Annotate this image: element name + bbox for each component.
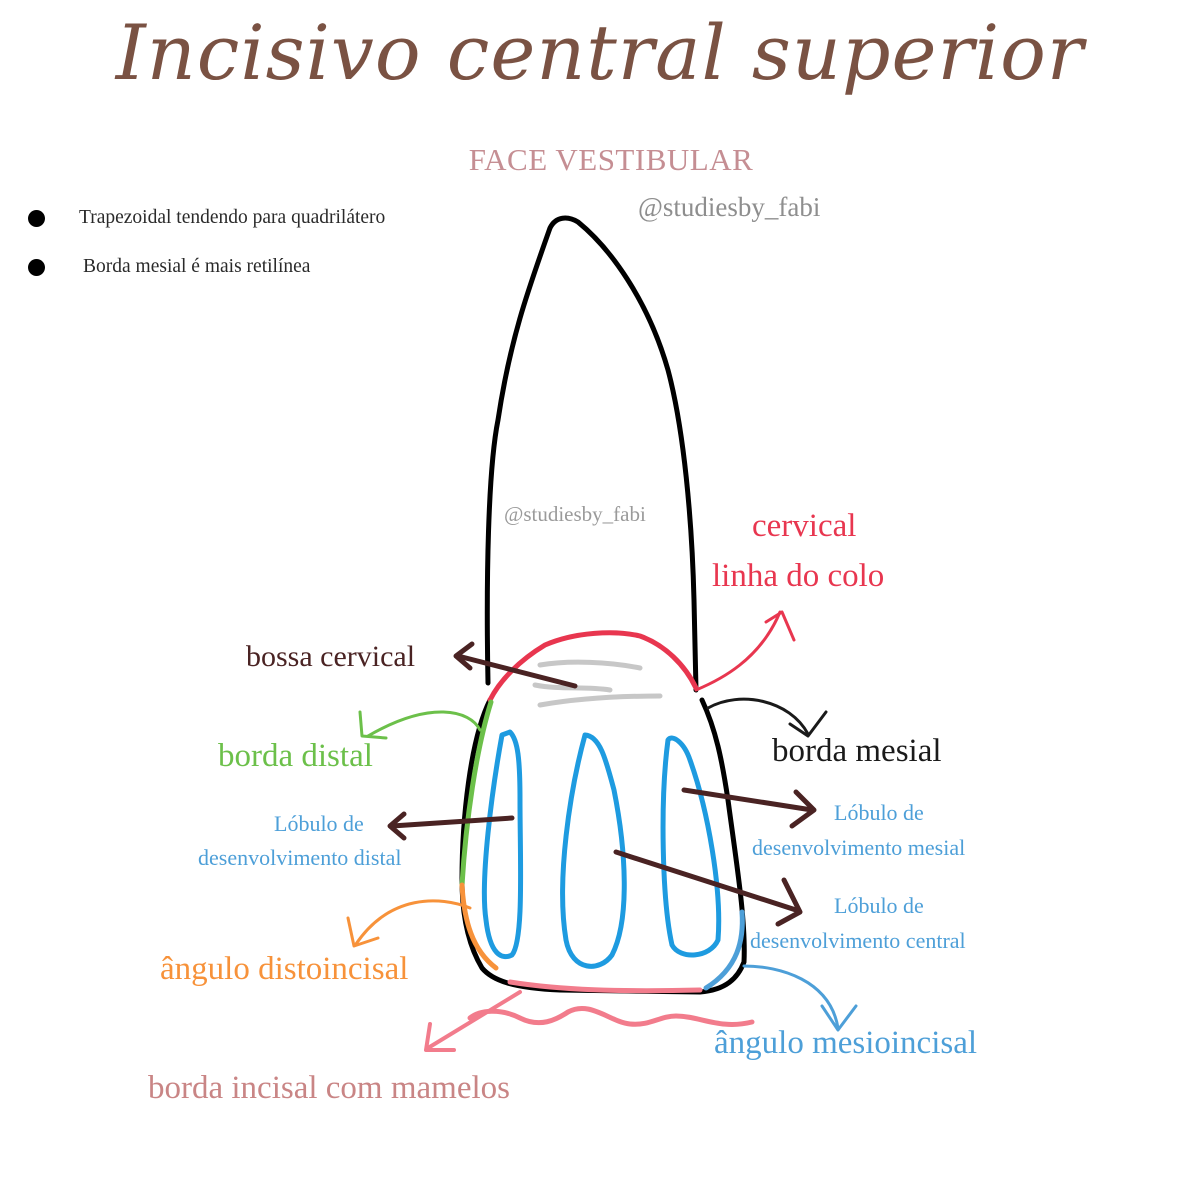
lobulo-central-arrowhead — [775, 877, 803, 927]
lobulo-distal-arrow — [389, 815, 515, 829]
incisal-arrowhead — [424, 1022, 456, 1052]
label-angulo-mesioincisal: ângulo mesioincisal — [714, 1025, 978, 1061]
lobulo-central-arrow — [613, 849, 799, 913]
bullet-text: Borda mesial é mais retilínea — [83, 256, 311, 277]
label-lobulo-mesial-line2: desenvolvimento mesial — [752, 835, 966, 860]
page-title: Incisivo central superior — [115, 8, 1085, 97]
distal-lobe — [481, 729, 524, 960]
bullet-item: Trapezoidal tendendo para quadrilátero — [28, 207, 385, 229]
bossa-cervical-arrowhead — [453, 641, 475, 671]
distoincisal-angle — [459, 882, 499, 971]
bullet-dot-icon — [28, 210, 45, 228]
root-outline — [484, 215, 699, 693]
watermark-handle-mid: @studiesby_fabi — [504, 502, 646, 526]
borda-distal-arrow — [366, 710, 482, 738]
lobulo-distal-arrowhead — [387, 811, 407, 841]
mesial-lobe — [660, 735, 722, 958]
page-subtitle: FACE VESTIBULAR — [468, 142, 754, 177]
bullet-dot-icon — [28, 259, 45, 277]
watermark-handle-top: @studiesby_fabi — [638, 192, 821, 222]
distal-border — [459, 699, 494, 888]
cervical-bossa-mark — [537, 693, 663, 708]
cervical-bossa-mark — [537, 659, 643, 671]
crown-outline — [459, 697, 747, 995]
label-bossa-cervical: bossa cervical — [246, 640, 416, 673]
mesioincisal-arrowhead — [820, 1004, 858, 1032]
label-angulo-distoincisal: ângulo distoincisal — [160, 951, 409, 987]
label-lobulo-central-line2: desenvolvimento central — [750, 928, 966, 953]
lobulo-mesial-arrowhead — [789, 789, 817, 829]
borda-distal-arrowhead — [358, 710, 388, 740]
mesioincisal-angle — [703, 909, 745, 991]
incisal-arrow — [426, 990, 522, 1050]
label-borda-distal: borda distal — [218, 738, 373, 774]
bullet-text: Trapezoidal tendendo para quadrilátero — [79, 207, 386, 228]
bullet-item: Borda mesial é mais retilínea — [28, 256, 310, 278]
label-cervical: cervical — [752, 508, 857, 544]
label-lobulo-mesial-line1: Lóbulo de — [834, 800, 924, 825]
label-lobulo-distal-line1: Lóbulo de — [274, 811, 364, 836]
distoincisal-arrowhead — [346, 916, 380, 948]
bossa-cervical-arrow — [455, 653, 578, 689]
label-lobulo-central-line1: Lóbulo de — [834, 893, 924, 918]
borda-mesial-arrow — [706, 697, 810, 736]
incisal-border — [507, 979, 703, 994]
mamelons-line — [467, 1005, 755, 1027]
central-lobe — [560, 732, 627, 969]
mesioincisal-arrow — [742, 964, 840, 1030]
label-borda-incisal: borda incisal com mamelos — [148, 1070, 510, 1106]
lobulo-mesial-arrow — [681, 787, 815, 813]
label-lobulo-distal-line2: desenvolvimento distal — [198, 845, 402, 870]
cervical-arrow — [694, 610, 782, 692]
label-borda-mesial: borda mesial — [772, 733, 942, 769]
label-linha-do-colo: linha do colo — [712, 558, 885, 594]
borda-mesial-arrowhead — [788, 710, 828, 738]
cervical-arrowhead — [764, 610, 796, 642]
distoincisal-arrow — [354, 899, 472, 946]
